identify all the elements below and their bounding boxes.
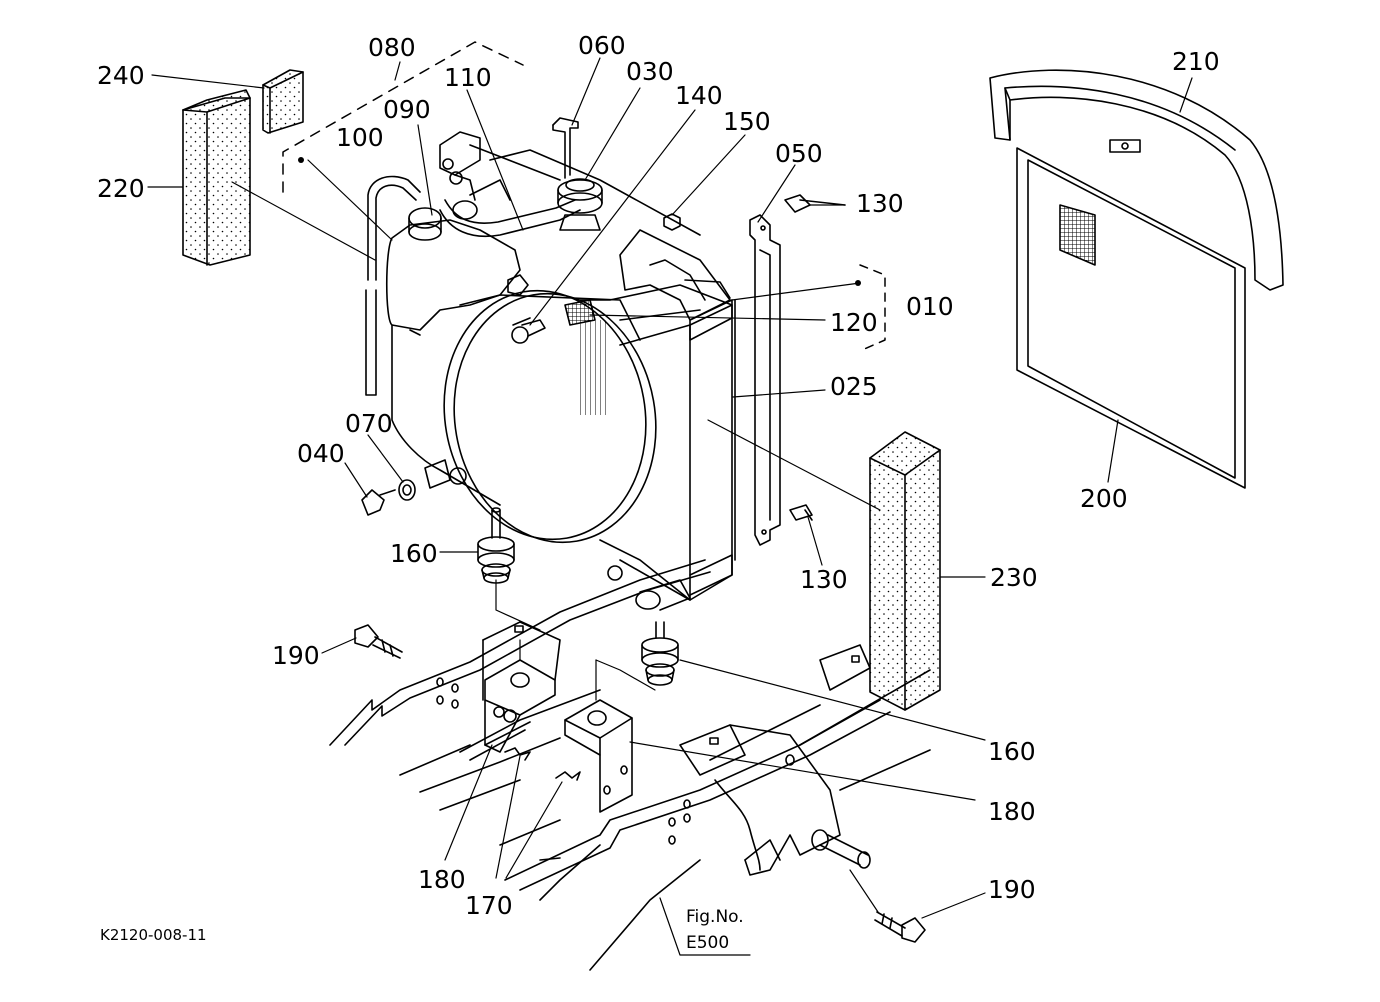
leader-dots [298, 157, 861, 286]
callout-labels: 080 060 030 240 110 140 090 150 100 050 … [97, 31, 1220, 953]
cover-210 [990, 70, 1283, 290]
center-bracket [620, 230, 730, 320]
support-bracket-left [483, 622, 560, 760]
bolt-190-left [355, 625, 402, 658]
support-bracket-right [556, 700, 632, 812]
screen-200 [1017, 148, 1245, 488]
figure-ref-label: Fig.No. [686, 907, 744, 927]
callout-140: 140 [675, 81, 723, 110]
reserve-tank [387, 208, 520, 505]
callout-110: 110 [444, 63, 492, 92]
callout-160-right: 160 [988, 737, 1036, 766]
callout-190-right: 190 [988, 875, 1036, 904]
screws [362, 195, 845, 610]
callout-190-left: 190 [272, 641, 320, 670]
callout-180-left: 180 [418, 865, 466, 894]
seal-240 [263, 70, 303, 133]
upper-bracket [440, 132, 700, 235]
callout-130-top: 130 [856, 189, 904, 218]
callout-230: 230 [990, 563, 1038, 592]
figure-ref-number: E500 [686, 933, 729, 953]
stay-060 [553, 118, 578, 178]
callout-040: 040 [297, 439, 345, 468]
group-brackets [283, 42, 885, 350]
callout-130-bottom: 130 [800, 565, 848, 594]
radiator-core [578, 285, 735, 600]
seal-230 [870, 432, 940, 710]
nut-150 [664, 214, 680, 230]
callout-100: 100 [336, 123, 384, 152]
callout-080: 080 [368, 33, 416, 62]
leader-lines [148, 58, 1192, 955]
rubber-mount-right [642, 622, 678, 685]
callout-090: 090 [383, 95, 431, 124]
bolt-190-right [875, 912, 925, 942]
callout-050: 050 [775, 139, 823, 168]
callout-025: 025 [830, 372, 878, 401]
chassis-frame [330, 560, 930, 970]
callout-200: 200 [1080, 484, 1128, 513]
callout-160-left: 160 [390, 539, 438, 568]
callout-150: 150 [723, 107, 771, 136]
hoses [366, 176, 580, 395]
callout-010: 010 [906, 292, 954, 321]
fan-shroud [425, 275, 700, 600]
alignment-lines [496, 580, 655, 700]
callout-070: 070 [345, 409, 393, 438]
callout-240: 240 [97, 61, 145, 90]
callout-060: 060 [578, 31, 626, 60]
callout-220: 220 [97, 174, 145, 203]
seal-220 [183, 90, 250, 265]
radiator-cap [558, 179, 602, 230]
callout-030: 030 [626, 57, 674, 86]
callout-180-right: 180 [988, 797, 1036, 826]
callout-210: 210 [1172, 47, 1220, 76]
side-bracket-050 [750, 215, 780, 545]
callout-170: 170 [465, 891, 513, 920]
drawing-code: K2120-008-11 [100, 926, 207, 944]
callout-120: 120 [830, 308, 878, 337]
